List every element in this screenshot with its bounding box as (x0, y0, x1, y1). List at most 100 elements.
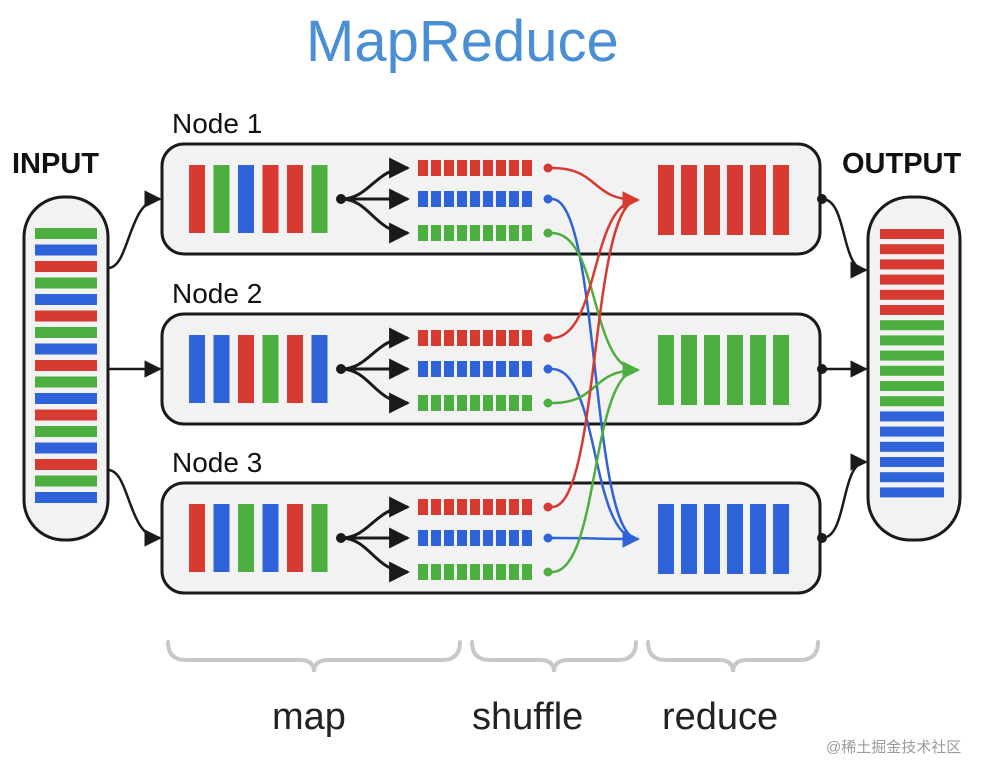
partition-cell (483, 564, 493, 580)
reduce-bar (773, 335, 789, 405)
shuffle-dot (543, 333, 553, 343)
input-stripe (35, 492, 97, 503)
reduce-bar (727, 335, 743, 405)
map-input-bar (189, 504, 205, 572)
partition-cell (496, 499, 506, 515)
reduce-bar (773, 165, 789, 235)
map-input-bar (238, 504, 254, 572)
blocks-layer (35, 160, 944, 580)
partition-cell (483, 361, 493, 377)
output-stripe (880, 396, 944, 407)
shuffle-dot (543, 502, 553, 512)
reduce-bar (750, 165, 766, 235)
reduce-bar (658, 335, 674, 405)
partition-cell (483, 160, 493, 176)
partition-cell (496, 191, 506, 207)
partition-cell (431, 499, 441, 515)
input-stripe (35, 327, 97, 338)
output-stripe (880, 381, 944, 391)
partition-cell (496, 225, 506, 241)
partition-cell (457, 564, 467, 580)
map-input-bar (287, 504, 303, 572)
node-1-to-output-arrow (821, 197, 868, 279)
output-stripe (880, 472, 944, 483)
partition-cell (470, 191, 480, 207)
input-stripe (35, 294, 97, 305)
partition-cell (470, 564, 480, 580)
map-input-bar (311, 165, 328, 233)
partition-cell (418, 191, 428, 207)
partition-cell (509, 225, 519, 241)
braces-layer (166, 640, 820, 673)
shuffle-dot (543, 567, 553, 577)
output-stripe (880, 441, 944, 452)
map-input-bar (311, 504, 328, 572)
input-stripe (35, 393, 97, 404)
output-stripe (880, 411, 944, 422)
reduce-bar (704, 165, 720, 235)
partition-cell (431, 225, 441, 241)
shuffle-brace (470, 640, 638, 673)
arrows-layer (107, 157, 868, 583)
output-stripe (880, 229, 944, 239)
shuffle-green-curve (551, 361, 640, 574)
partition-cell (470, 160, 480, 176)
partition-cell (470, 225, 480, 241)
partition-cell (431, 361, 441, 377)
shuffle-dot (543, 364, 553, 374)
map-input-bar (189, 165, 205, 233)
input-stripe (35, 426, 97, 437)
partition-cell (483, 530, 493, 546)
partition-cell (444, 499, 454, 515)
output-stripe (880, 320, 944, 331)
partition-cell (509, 191, 519, 207)
partition-cell (522, 361, 532, 377)
partition-cell (496, 395, 506, 411)
input-stripe (35, 475, 97, 487)
map-input-bar (262, 165, 279, 233)
partition-cell (457, 191, 467, 207)
input-stripe (35, 310, 97, 322)
partition-cell (418, 361, 428, 377)
input-stripe (35, 376, 97, 388)
output-stripe (880, 259, 944, 270)
input-stripe (35, 360, 97, 371)
reduce-bar (750, 504, 766, 574)
partition-cell (522, 160, 532, 176)
partition-cell (509, 530, 519, 546)
partition-cell (444, 191, 454, 207)
partition-cell (496, 530, 506, 546)
shuffle-dot (543, 194, 553, 204)
input-stripe (35, 244, 97, 256)
partition-cell (483, 191, 493, 207)
input-stripe (35, 261, 97, 272)
partition-cell (509, 395, 519, 411)
map-input-bar (287, 335, 303, 403)
input-stripe (35, 459, 97, 470)
output-stripe (880, 305, 944, 315)
partition-cell (509, 499, 519, 515)
watermark: @稀土掘金技术社区 (826, 739, 962, 756)
partition-cell (457, 225, 467, 241)
partition-cell (522, 225, 532, 241)
output-stripe (880, 350, 944, 361)
output-stripe (880, 487, 944, 498)
shuffle-stage-label: shuffle (472, 696, 584, 738)
input-to-node-3-arrow (107, 468, 162, 547)
reduce-bar (704, 335, 720, 405)
reduce-bar (681, 504, 697, 574)
map-stage-label: map (272, 696, 346, 738)
input-stripe (35, 343, 97, 355)
partition-cell (418, 330, 428, 346)
shuffle-dot (543, 533, 553, 543)
output-stripe (880, 365, 944, 376)
shuffle-dot (543, 398, 553, 408)
partition-cell (470, 395, 480, 411)
partition-cell (431, 330, 441, 346)
output-stripe (880, 289, 944, 300)
map-input-bar (213, 165, 230, 233)
map-split-arrow (340, 367, 411, 414)
map-input-bar (287, 165, 303, 233)
